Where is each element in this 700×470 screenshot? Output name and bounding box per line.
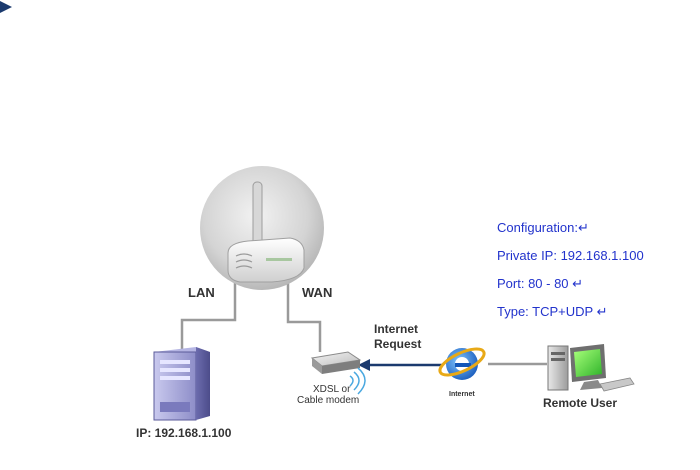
bullet-arrow-icon	[0, 1, 12, 13]
modem-label-line1: XDSL or	[313, 384, 351, 395]
config-type: Type: TCP+UDP ↵	[497, 304, 607, 319]
server-icon	[154, 347, 210, 420]
internet-request-label-line2: Request	[374, 337, 421, 351]
lan-label: LAN	[188, 285, 215, 300]
wan-label: WAN	[302, 285, 332, 300]
server-ip-label: IP: 192.168.1.100	[136, 426, 232, 440]
internet-request-arrow	[358, 359, 442, 371]
modem-icon	[312, 352, 360, 374]
config-title: Configuration:↵	[497, 220, 589, 235]
internet-explorer-icon	[436, 344, 487, 381]
internet-request-label-line1: Internet	[374, 322, 418, 336]
router-icon	[200, 166, 324, 290]
remote-user-label: Remote User	[543, 396, 617, 410]
desktop-computer-icon	[548, 344, 634, 391]
internet-label: Internet	[449, 391, 475, 398]
config-port: Port: 80 - 80 ↵	[497, 276, 583, 291]
wireless-signal-icon	[350, 368, 365, 394]
modem-label-line2: Cable modem	[297, 395, 359, 406]
config-private-ip: Private IP: 192.168.1.100	[497, 248, 644, 263]
